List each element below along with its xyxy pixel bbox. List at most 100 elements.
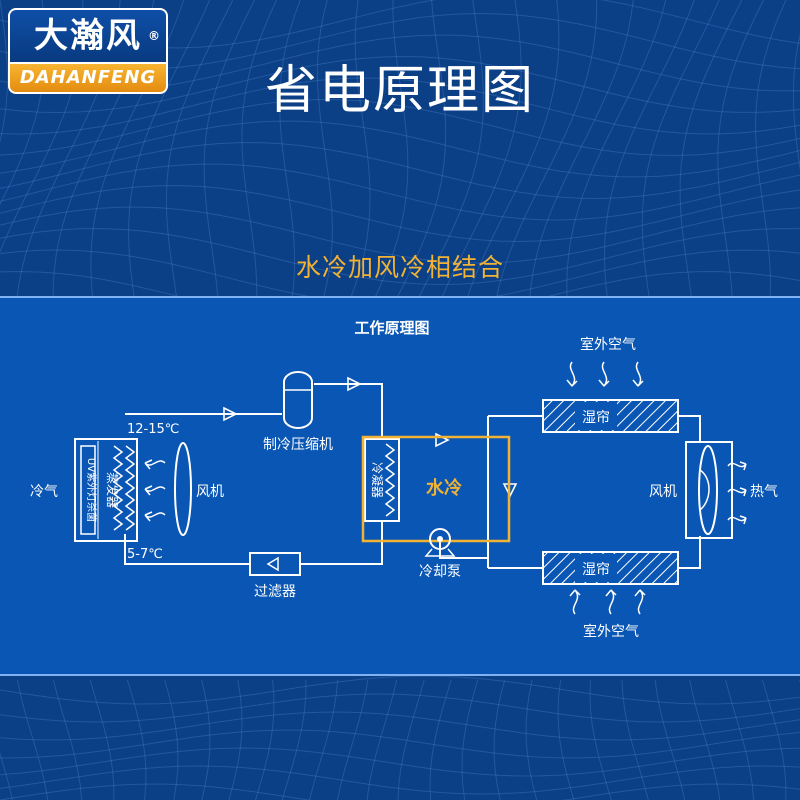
mesh-line (557, 679, 575, 800)
mesh-line (654, 679, 686, 800)
mesh-line (461, 679, 479, 800)
mesh-line (228, 679, 243, 800)
mesh-line (0, 98, 800, 156)
outdoor-air-bottom-label: 室外空气 (583, 623, 639, 640)
mesh-line (366, 679, 398, 800)
mesh-line (203, 0, 255, 301)
mesh-line (255, 679, 275, 800)
mesh-line (0, 765, 800, 795)
mesh-line (792, 33, 800, 172)
evaporator-label: 蒸发器 (105, 472, 120, 508)
uv-lamp (80, 445, 96, 535)
page-subtitle: 水冷加风冷相结合 (295, 253, 504, 282)
outdoor-air-arrow (566, 361, 578, 387)
mesh-line (621, 679, 649, 800)
airflow-arrow (144, 511, 166, 522)
flow-arrow (223, 406, 238, 422)
outdoor-air-arrow (569, 589, 581, 615)
mesh-line (309, 679, 339, 800)
mesh-line (337, 679, 369, 800)
mesh-line (0, 227, 800, 286)
mesh-line (440, 0, 522, 301)
mesh-line (495, 0, 598, 301)
mesh-line (279, 0, 301, 301)
mesh-line (0, 120, 800, 178)
evaporator-coil (112, 445, 124, 531)
mesh-line (316, 0, 333, 301)
mesh-line (0, 185, 800, 243)
pipe-compressor-out (314, 383, 383, 439)
cold-air-label: 冷气 (30, 484, 58, 500)
brand-name-en: DAHANFENG (8, 64, 168, 94)
mesh-line (201, 679, 211, 800)
mesh-line (417, 0, 484, 301)
mesh-line (0, 77, 800, 135)
outdoor-air-arrow (605, 589, 617, 615)
mesh-line (373, 0, 409, 301)
mesh-line (755, 0, 787, 301)
mesh-line (493, 679, 506, 800)
mesh-line (761, 679, 787, 800)
mesh-line (0, 206, 800, 264)
page-title: 省电原理图 (264, 61, 535, 121)
mesh-line (0, 693, 800, 723)
condenser-unit (364, 438, 400, 522)
compressor-icon (283, 371, 313, 429)
brand-name-cn: 大瀚风 (34, 16, 142, 56)
mesh-line (395, 0, 447, 301)
compressor-label: 制冷压缩机 (263, 437, 333, 453)
hot-air-arrow (727, 487, 747, 497)
brand-logo: 大瀚风 ® DAHANFENG (8, 8, 168, 94)
airflow-arrow (144, 459, 166, 470)
outdoor-air-top-label: 室外空气 (580, 336, 636, 353)
temp-low-label: 5-7℃ (127, 547, 163, 562)
water-cooling-box (361, 435, 511, 543)
condenser-label: 冷凝器 (370, 462, 385, 498)
fan-label: 风机 (196, 484, 224, 500)
water-cooling-label: 水冷 (426, 477, 462, 499)
mesh-line (717, 0, 764, 301)
mesh-line (17, 679, 49, 800)
temp-high-label: 12-15℃ (127, 422, 179, 437)
pipe-condenser-return (300, 521, 383, 565)
mesh-line (165, 0, 234, 301)
mesh-line (397, 679, 425, 800)
airflow-arrow (144, 485, 166, 496)
mesh-line (89, 679, 115, 800)
wet-curtain-top-label: 湿帘 (582, 410, 610, 426)
mesh-line (689, 679, 721, 800)
filter-label: 过滤器 (254, 584, 296, 600)
mesh-line (725, 679, 755, 800)
evaporator-unit (74, 438, 138, 542)
mesh-line (0, 783, 800, 800)
mesh-line (0, 711, 800, 741)
pipe-pump-link (439, 539, 488, 559)
diagram-title: 工作原理图 (354, 319, 429, 337)
mesh-line (52, 679, 83, 800)
mesh-line (603, 0, 695, 301)
fan-icon (174, 442, 192, 536)
hot-air-label: 热气 (750, 484, 778, 500)
outdoor-air-arrow (634, 589, 646, 615)
mesh-line (349, 0, 371, 301)
mesh-line (241, 0, 277, 301)
pump-icon (429, 528, 451, 550)
mesh-line (0, 729, 800, 759)
mesh-line (281, 679, 307, 800)
mesh-line (589, 679, 612, 800)
mesh-line (126, 679, 147, 800)
uv-lamp-label: UV紫外灯杀菌 (85, 458, 98, 522)
condenser-coil (384, 443, 396, 517)
hot-air-arrow (727, 515, 747, 525)
mesh-line (164, 679, 179, 800)
pipe-filter-return (124, 534, 250, 565)
hot-air-arrow (727, 461, 747, 471)
mesh-line (0, 55, 800, 114)
filter-icon (249, 552, 301, 576)
mesh-line (429, 679, 452, 800)
pipe-water-right-top (678, 415, 701, 442)
mesh-line (641, 0, 720, 301)
mesh-line (0, 747, 800, 777)
mesh-line (128, 0, 211, 301)
outdoor-air-arrow (632, 361, 644, 387)
